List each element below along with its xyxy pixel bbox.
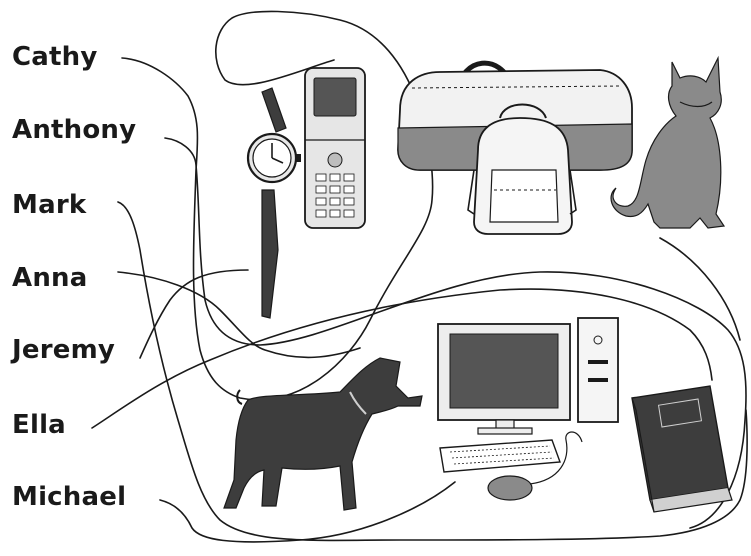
line-outer-loop bbox=[660, 238, 740, 340]
book-icon bbox=[632, 386, 732, 512]
line-anna bbox=[118, 272, 360, 357]
flip-phone-icon bbox=[305, 68, 365, 228]
line-michael bbox=[160, 482, 455, 542]
line-cathy bbox=[122, 11, 433, 399]
computer-icon bbox=[438, 318, 618, 500]
line-ella bbox=[92, 289, 712, 428]
dog-icon bbox=[224, 358, 422, 510]
watch-icon bbox=[248, 88, 301, 318]
